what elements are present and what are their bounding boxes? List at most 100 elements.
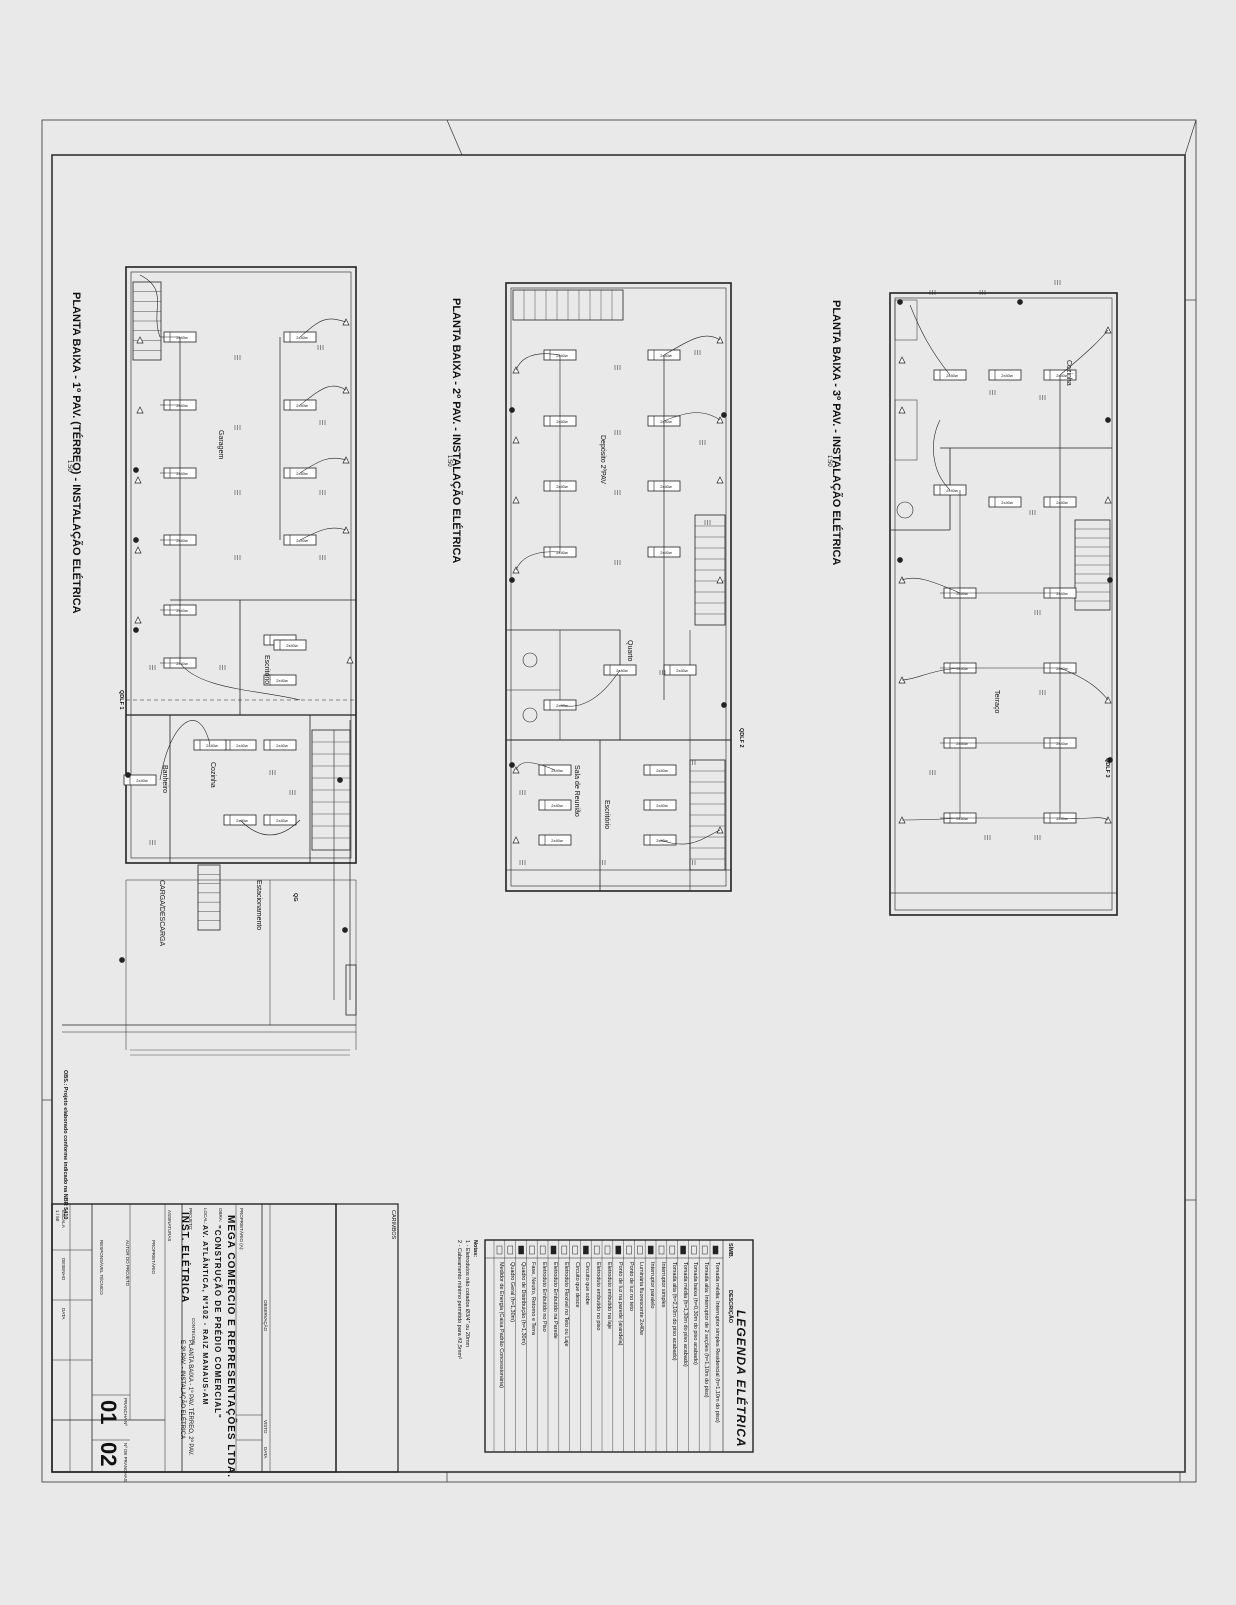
legend-symbol-icon <box>658 1245 665 1255</box>
lamp-label: 2x40w <box>176 608 188 613</box>
switch-icon <box>125 772 131 778</box>
switch-icon <box>1107 577 1113 583</box>
wire-arc <box>659 829 721 845</box>
wire-arc <box>559 669 621 707</box>
toilet-icon <box>896 501 914 519</box>
company-name: MEGA COMERCIO E REPRESENTAÇÕES LTDA. <box>225 1215 236 1479</box>
outlet-icon <box>512 436 520 444</box>
meter-box <box>345 964 357 1016</box>
lamp-label: 2x40w <box>556 353 568 358</box>
lamp-label: 2x40w <box>276 743 288 748</box>
sheet-total: 02 <box>96 1442 121 1467</box>
lamp-label: 2x40w <box>660 419 672 424</box>
room-label: Terraço <box>993 690 1000 714</box>
cabinet <box>894 399 918 461</box>
lamp-label: 2x40w <box>176 403 188 408</box>
outlet-icon <box>716 576 724 584</box>
proprietario-label: PROPRIETÁRIO (A): <box>239 1208 244 1251</box>
lamp-label: 2x40w <box>176 661 188 666</box>
legend-symbol-icon <box>561 1245 568 1255</box>
switch-icon <box>721 702 727 708</box>
switch-icon <box>509 407 515 413</box>
legend-symbol-icon <box>496 1245 503 1255</box>
legend-item-description: Tomada alta (h=2,10m do piso acabado) <box>670 1262 677 1361</box>
room-label: Depósito 2ºPAV <box>599 435 606 484</box>
lamp-label: 2x40w <box>236 818 248 823</box>
fluorescent-lamp: 2x40w <box>263 739 297 751</box>
switch-icon <box>1017 299 1023 305</box>
observacao-label: OBSERVAÇÃO <box>263 1300 268 1332</box>
wire-arc <box>1059 817 1109 821</box>
fluorescent-lamp: 2x40w <box>643 764 677 776</box>
room-label: Cozinha <box>1065 360 1072 386</box>
room-label: Estacionamento <box>255 880 262 931</box>
room-label: Banheiro <box>161 765 168 794</box>
wire-arc <box>901 667 961 681</box>
legend-item-description: Eletroduto embutido na laje <box>606 1262 612 1329</box>
lamp-label: 2x40w <box>296 403 308 408</box>
wire-arc <box>901 577 961 594</box>
lamp-label: 2x40w <box>206 743 218 748</box>
lamp-label: 2x40w <box>946 373 958 378</box>
fluorescent-lamp: 2x40w <box>263 674 297 686</box>
legend-item-description: Quadro Geral (h=1,30m) <box>508 1262 515 1323</box>
legend-item-description: Tomada alta: Interruptor de 2 seções (h=… <box>703 1262 710 1398</box>
lamp-label: 2x40w <box>1056 816 1068 821</box>
outlet-icon <box>134 476 142 484</box>
legend-col-description: DESCRIÇÃO <box>727 1290 733 1324</box>
lamp-label: 2x40w <box>946 488 958 493</box>
lamp-label: 2x40w <box>296 335 308 340</box>
obra-value: "CONSTRUÇÃO DE PRÉDIO COMERCIAL" <box>213 1225 222 1419</box>
lamp-label: 2x40w <box>1001 500 1013 505</box>
room-label: Escritório <box>263 655 270 685</box>
lamp-label: 2x40w <box>551 768 563 773</box>
lamp-label: 2x40w <box>956 666 968 671</box>
plan-title-2: PLANTA BAIXA - 2º PAV. - INSTALAÇÃO ELÉT… <box>450 298 462 564</box>
switch-icon <box>509 762 515 768</box>
lamp-label: 2x40w <box>551 838 563 843</box>
legend-symbol-icon <box>593 1245 600 1255</box>
plan-title-1: PLANTA BAIXA - 1º PAV. (TÉRREO) - INSTAL… <box>70 292 82 614</box>
wire-arc <box>299 457 347 474</box>
lamp-label: 2x40w <box>656 768 668 773</box>
wire-arc <box>515 551 561 571</box>
wire-arc <box>515 762 556 771</box>
panel-label: QDLF 1 <box>118 690 124 710</box>
legend-item-description: Circuito que sobe <box>584 1262 591 1305</box>
legend-symbol-icon <box>529 1245 535 1255</box>
lamp-label: 2x40w <box>176 538 188 543</box>
plan-1-walls <box>125 266 357 864</box>
lamp-label: 2x40w <box>676 668 688 673</box>
autor-signature: AUTOR DO PROJETO <box>125 1240 130 1287</box>
legend-symbol-icon <box>647 1245 654 1255</box>
desenho-label: DESENHO <box>61 1258 66 1281</box>
legend-item-description: Eletroduto Embutido na Parede <box>552 1262 558 1339</box>
lamp-label: 2x40w <box>556 484 568 489</box>
wire-arc <box>663 412 721 422</box>
outer-frame <box>41 119 1197 1483</box>
toilet-icon <box>522 707 538 723</box>
legend-symbol-icon <box>507 1245 514 1255</box>
legend-item-description: Eletroduto Embutido no Piso <box>541 1262 548 1332</box>
wire-arc <box>179 662 301 701</box>
lamp-label: 2x40w <box>956 816 968 821</box>
lamp-label: 2x40w <box>276 678 288 683</box>
wire-arc <box>933 419 951 491</box>
lamp-label: 2x40w <box>1056 500 1068 505</box>
escala-value: 1 / 50 <box>55 1210 60 1222</box>
address-value: AV. ATLÂNTICA, Nº102 - RAIZ MANAUS-AM <box>201 1225 208 1406</box>
switch-icon <box>133 537 139 543</box>
fluorescent-lamp: 2x40w <box>263 814 297 826</box>
lamp-label: 2x40w <box>956 741 968 746</box>
visto-label: VISTO <box>263 1420 268 1434</box>
lamp-label: 2x40w <box>296 538 308 543</box>
switch-icon <box>133 467 139 473</box>
legend-symbol-icon <box>539 1245 546 1255</box>
lamp-label: 2x40w <box>551 803 563 808</box>
legend-symbol-icon <box>669 1245 676 1255</box>
data-col-label: DATA <box>263 1447 268 1459</box>
lamp-label: 2x40w <box>176 471 188 476</box>
fluorescent-lamp: 2x40w <box>663 664 697 676</box>
